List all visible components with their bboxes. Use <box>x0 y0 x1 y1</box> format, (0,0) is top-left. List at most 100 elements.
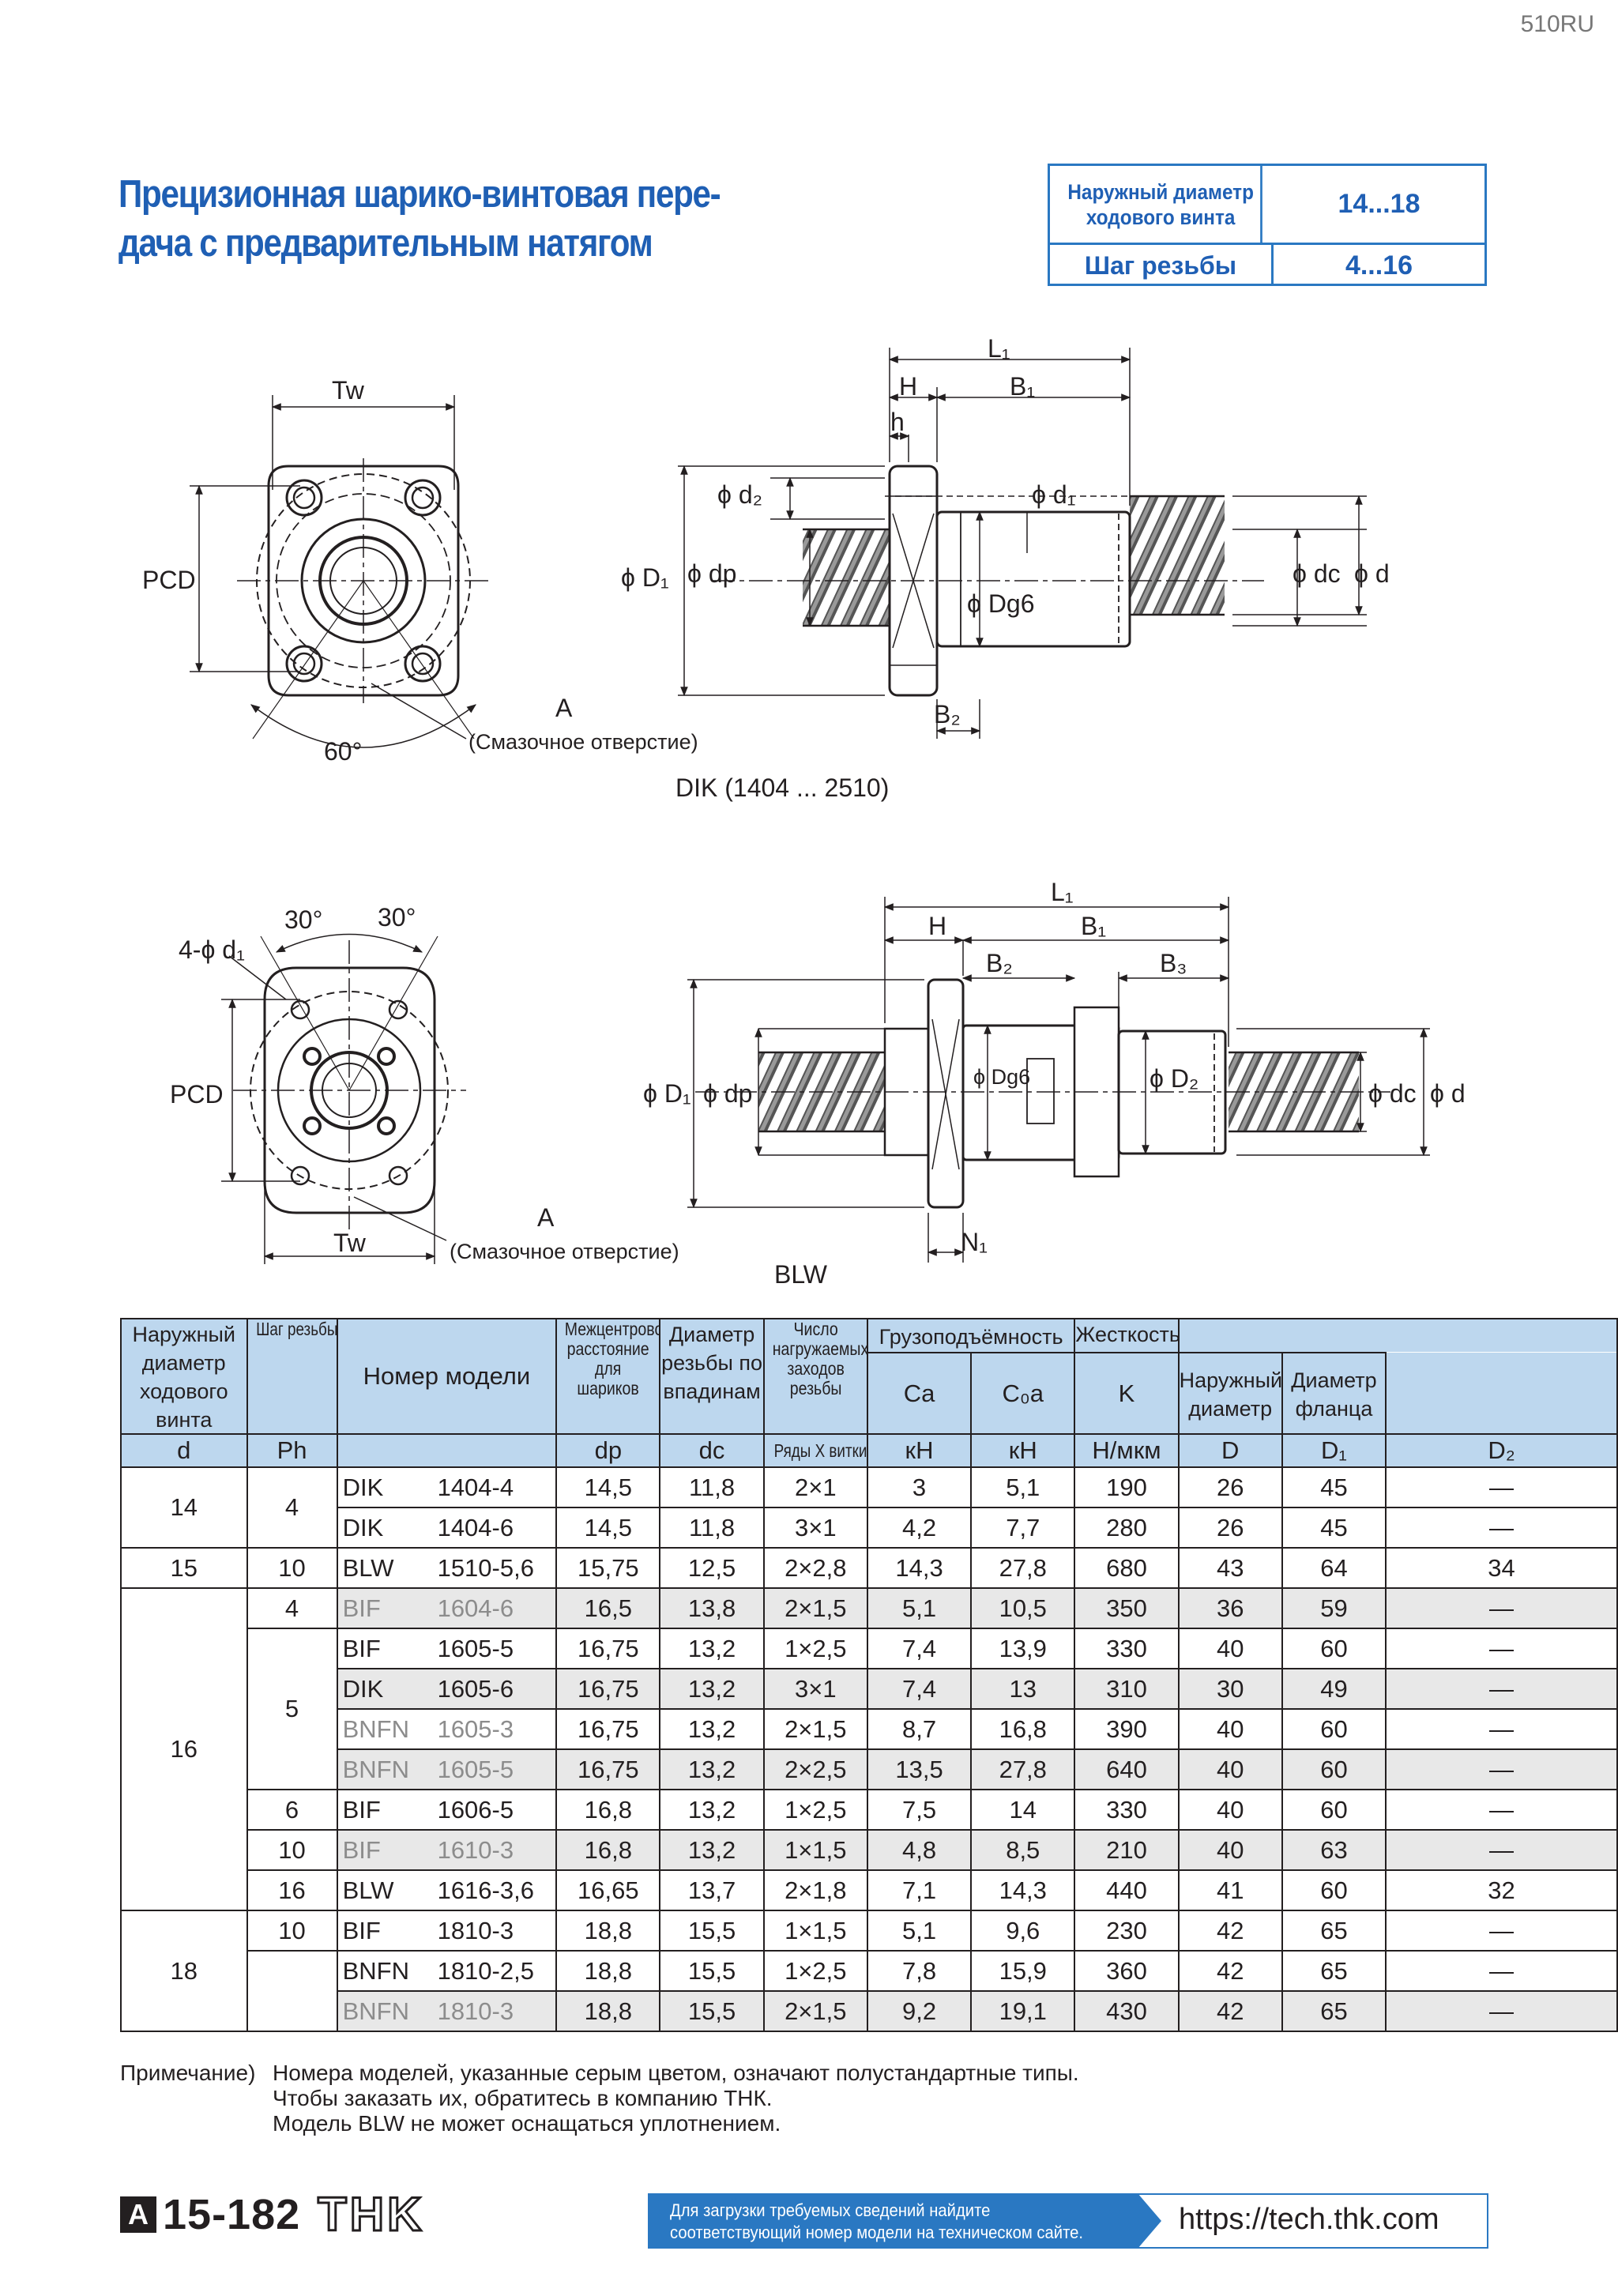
header-k: K <box>1074 1352 1180 1435</box>
cell-dc: 13,2 <box>659 1628 765 1669</box>
cell-stiffness: 310 <box>1074 1668 1180 1710</box>
cell-dc: 11,8 <box>659 1507 765 1549</box>
cell-outer-diameter: 41 <box>1177 1869 1283 1911</box>
cell-d2: — <box>1385 1990 1618 2032</box>
cell-dp: 15,75 <box>555 1547 661 1589</box>
footnote-line: Модель BLW не может оснащаться уплотнени… <box>273 2111 781 2136</box>
symbol-D2: D₂ <box>1385 1433 1618 1468</box>
model-series: BIF <box>342 1634 381 1662</box>
cell-c0a: 5,1 <box>970 1466 1076 1508</box>
cell-stiffness: 190 <box>1074 1466 1180 1508</box>
cell-ca: 8,7 <box>866 1708 973 1750</box>
page-footer: A 15-182 THK <box>120 2187 424 2242</box>
tech-site-link[interactable]: https://tech.thk.com <box>1179 2203 1439 2236</box>
cell-dc: 13,2 <box>659 1748 765 1790</box>
cell-dc: 13,2 <box>659 1668 765 1710</box>
cell-dp: 16,75 <box>555 1668 661 1710</box>
blw-dp-label: ϕ dp <box>703 1079 752 1108</box>
cell-c0a: 14 <box>970 1789 1076 1831</box>
tech-site-banner[interactable]: Для загрузки требуемых сведений найдите … <box>648 2193 1488 2249</box>
dik-big-d1-label: ϕ D₁ <box>621 563 669 592</box>
model-code: 1604-6 <box>437 1594 514 1622</box>
symbol-ph: Ph <box>246 1433 338 1468</box>
blw-side-view <box>687 897 1430 1263</box>
model-series: BNFN <box>342 1997 409 2025</box>
spec-table: Наружный диаметр ходового винта Шаг резь… <box>120 1317 1618 2032</box>
model-code: 1404-6 <box>437 1513 514 1541</box>
cell-dc: 13,2 <box>659 1829 765 1871</box>
cell-stiffness: 640 <box>1074 1748 1180 1790</box>
model-code: 1810-2,5 <box>437 1956 534 1985</box>
page-number: 15-182 <box>163 2190 301 2238</box>
blw-holes-label: 4-ϕ d₁ <box>179 935 245 964</box>
model-series: DIK <box>342 1473 384 1501</box>
cell-dp: 16,75 <box>555 1748 661 1790</box>
footnote-line: Номера моделей, указанные серым цветом, … <box>273 2061 1079 2085</box>
blw-d-label: ϕ d <box>1430 1079 1466 1108</box>
cell-circuits: 1×2,5 <box>762 1628 868 1669</box>
cell-d2: 32 <box>1385 1869 1618 1911</box>
cell-d2: — <box>1385 1466 1618 1508</box>
cell-dp: 18,8 <box>555 1990 661 2032</box>
dik-dc-label: ϕ dc <box>1293 559 1341 588</box>
dik-side-view <box>678 348 1367 739</box>
cell-d2: — <box>1385 1587 1618 1629</box>
cell-dp: 16,5 <box>555 1587 661 1629</box>
cell-flange-diameter: 49 <box>1281 1668 1387 1710</box>
cell-c0a: 13,9 <box>970 1628 1076 1669</box>
cell-ca: 9,2 <box>866 1990 973 2032</box>
dik-d1-label: ϕ d₁ <box>1032 480 1075 509</box>
lead-label: Шаг резьбы <box>1050 245 1274 286</box>
model-series: BIF <box>342 1916 381 1944</box>
symbol-k: Н/мкм <box>1074 1433 1180 1468</box>
cell-d2: — <box>1385 1829 1618 1871</box>
model-series: BIF <box>342 1795 381 1824</box>
cell-d2: — <box>1385 1789 1618 1831</box>
cell-dc: 11,8 <box>659 1466 765 1508</box>
symbol-dp: dp <box>555 1433 661 1468</box>
dik-dg6-label: ϕ Dg6 <box>967 589 1035 618</box>
model-code: 1605-6 <box>437 1674 514 1703</box>
cell-stiffness: 350 <box>1074 1587 1180 1629</box>
lead-value: 4...16 <box>1345 250 1413 280</box>
cell-ca: 4,2 <box>866 1507 973 1549</box>
blw-d2-label: ϕ D₂ <box>1150 1064 1198 1093</box>
section-badge: A <box>120 2196 156 2233</box>
cell-shaft-diameter: 14 <box>120 1466 248 1549</box>
cell-lead: 4 <box>246 1466 338 1549</box>
header-dc: Диаметр резьбы по впадинам <box>659 1318 765 1435</box>
cell-lead: 4 <box>246 1587 338 1629</box>
header-ca: Ca <box>866 1352 973 1435</box>
cell-dc: 15,5 <box>659 1950 765 1992</box>
model-series: BLW <box>342 1876 394 1904</box>
dik-end-view <box>190 395 490 748</box>
cell-stiffness: 440 <box>1074 1869 1180 1911</box>
cell-ca: 7,4 <box>866 1668 973 1710</box>
cell-dc: 12,5 <box>659 1547 765 1589</box>
cell-lead: 10 <box>246 1547 338 1589</box>
cell-lead: 5 <box>246 1628 338 1790</box>
footnote-line: Чтобы заказать их, обратитесь в компанию… <box>273 2086 773 2110</box>
cell-c0a: 14,3 <box>970 1869 1076 1911</box>
symbol-dc: dc <box>659 1433 765 1468</box>
header-lead: Шаг резьбы <box>246 1318 338 1435</box>
cell-dp: 16,75 <box>555 1708 661 1750</box>
symbol-ca: кН <box>866 1433 973 1468</box>
cell-d2: — <box>1385 1748 1618 1790</box>
